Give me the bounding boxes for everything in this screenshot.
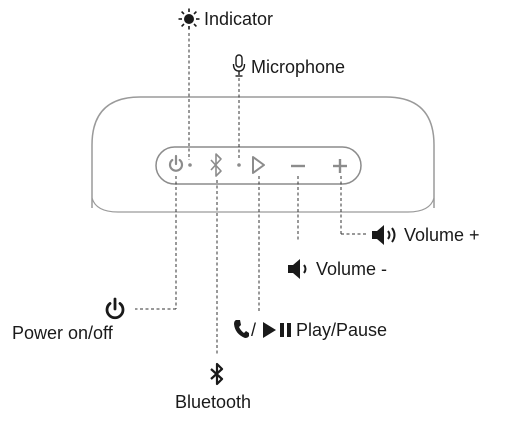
indicator-label: Indicator (204, 9, 274, 29)
volume-up-label: Volume + (404, 225, 480, 245)
bluetooth-label: Bluetooth (175, 392, 252, 412)
power-icon (105, 297, 125, 320)
slash-label: / (251, 320, 257, 340)
play-button[interactable] (252, 156, 265, 174)
speaker-body (91, 96, 435, 208)
phone-icon (234, 320, 249, 338)
bluetooth-button[interactable] (210, 153, 222, 177)
leader-lines (135, 33, 368, 356)
bluetooth-icon (210, 362, 224, 386)
play-pause-icon (263, 322, 291, 338)
power-button[interactable] (168, 154, 184, 172)
microphone-hole (237, 163, 241, 167)
play-pause-label: Play/Pause (296, 320, 388, 340)
volume-down-label: Volume - (316, 259, 388, 279)
speaker-loud-icon (372, 225, 396, 245)
indicator-led (188, 163, 192, 167)
speaker-base (91, 197, 435, 213)
speaker-quiet-icon (288, 259, 307, 279)
sun-icon (178, 8, 200, 30)
volume-up-button[interactable] (333, 159, 347, 173)
power-label: Power on/off (12, 323, 113, 343)
microphone-label: Microphone (251, 57, 346, 77)
microphone-icon (232, 54, 246, 77)
